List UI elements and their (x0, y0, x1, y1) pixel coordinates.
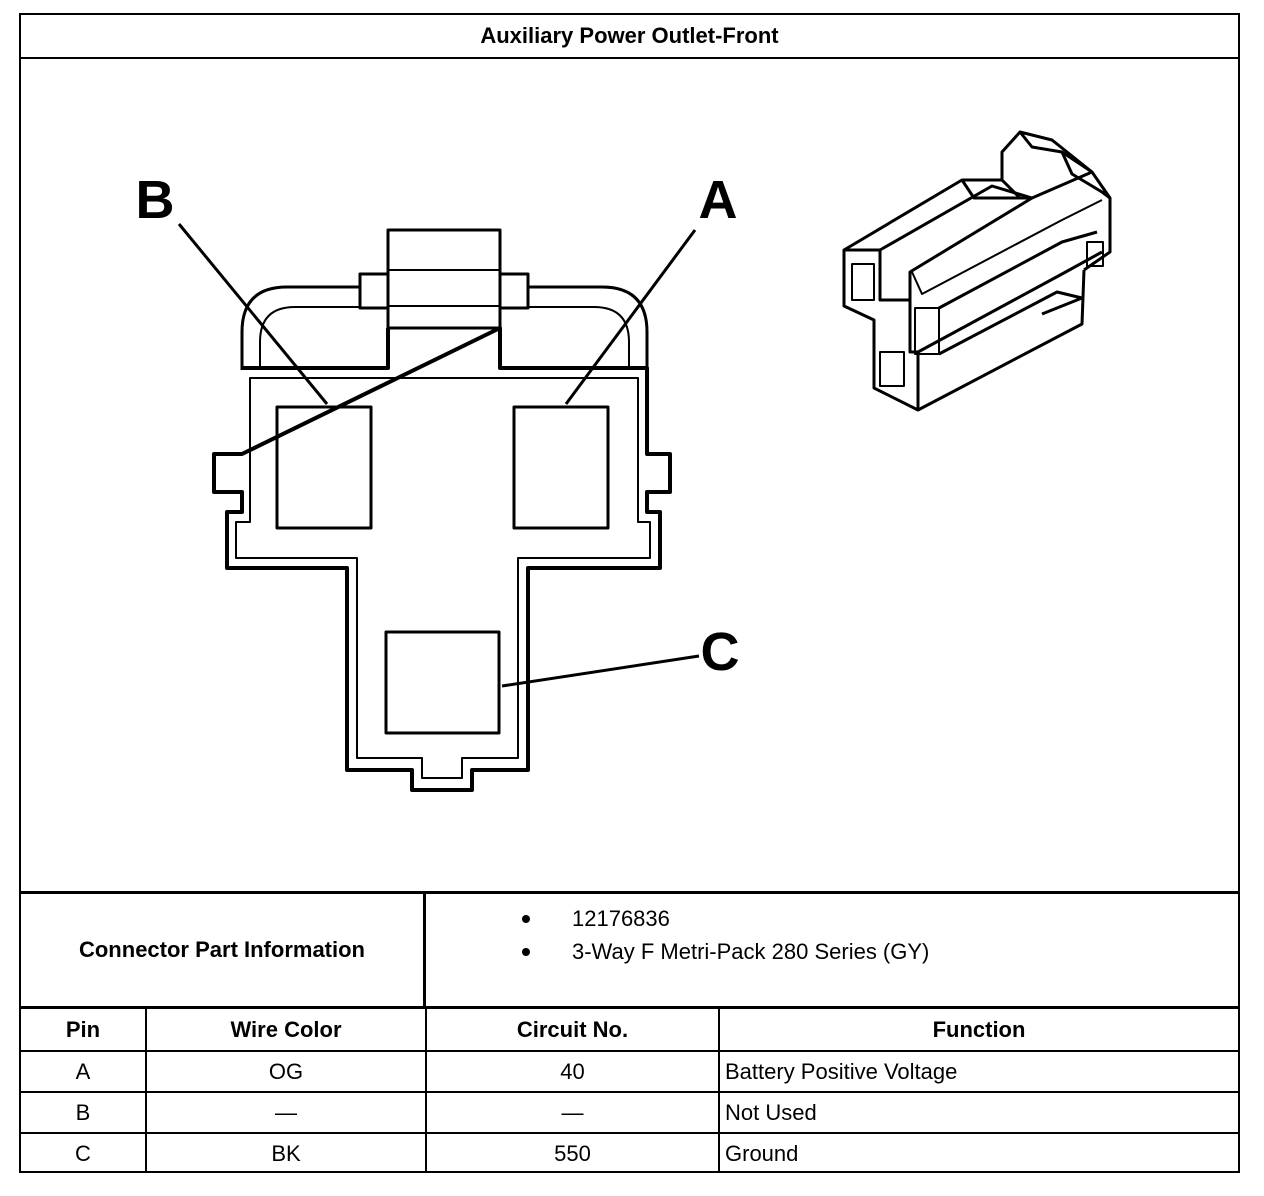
connector-part-info: Connector Part Information 12176836 3-Wa… (21, 891, 1238, 1009)
cavity-a (512, 405, 610, 530)
cell-pin: A (21, 1050, 147, 1093)
part-number: 12176836 (572, 906, 670, 931)
cell-function: Battery Positive Voltage (718, 1050, 1238, 1093)
header-function: Function (718, 1009, 1238, 1052)
table-row: B — — Not Used (21, 1091, 1238, 1134)
pin-table: Pin Wire Color Circuit No. Function A OG… (21, 1009, 1238, 1173)
bullet-icon (522, 948, 530, 956)
cell-circuit-no: 40 (425, 1050, 720, 1093)
cavity-b (275, 405, 373, 530)
leader-c (501, 654, 700, 688)
connector-info-label: Connector Part Information (21, 894, 426, 1006)
pin-label-a: A (699, 170, 738, 230)
header-pin: Pin (21, 1009, 147, 1052)
cell-circuit-no: 550 (425, 1132, 720, 1173)
cell-pin: C (21, 1132, 147, 1173)
cell-circuit-no: — (425, 1091, 720, 1134)
connector-description: 3-Way F Metri-Pack 280 Series (GY) (572, 939, 930, 964)
diagram-frame: Auxiliary Power Outlet-Front (19, 13, 1240, 1173)
pin-label-b: B (136, 170, 175, 230)
cavity-c (384, 630, 501, 735)
cell-wire-color: OG (145, 1050, 427, 1093)
leader-a (564, 229, 697, 405)
leader-b (177, 223, 329, 405)
table-row: A OG 40 Battery Positive Voltage (21, 1050, 1238, 1093)
connector-isometric-view (842, 130, 1112, 412)
list-item: 12176836 (466, 906, 1238, 939)
cell-function: Not Used (718, 1091, 1238, 1134)
pin-label-c: C (701, 622, 740, 682)
page-title: Auxiliary Power Outlet-Front (21, 15, 1238, 59)
cell-function: Ground (718, 1132, 1238, 1173)
header-circuit-no: Circuit No. (425, 1009, 720, 1052)
table-row: C BK 550 Ground (21, 1132, 1238, 1173)
bullet-icon (522, 915, 530, 923)
connector-info-list: 12176836 3-Way F Metri-Pack 280 Series (… (426, 894, 1238, 1006)
latch-block (386, 228, 502, 330)
header-wire-color: Wire Color (145, 1009, 427, 1052)
cell-wire-color: BK (145, 1132, 427, 1173)
connector-outline (212, 326, 672, 792)
table-header-row: Pin Wire Color Circuit No. Function (21, 1009, 1238, 1052)
cell-pin: B (21, 1091, 147, 1134)
cell-wire-color: — (145, 1091, 427, 1134)
list-item: 3-Way F Metri-Pack 280 Series (GY) (466, 939, 1238, 972)
connector-drawing: B A C (21, 59, 1238, 891)
